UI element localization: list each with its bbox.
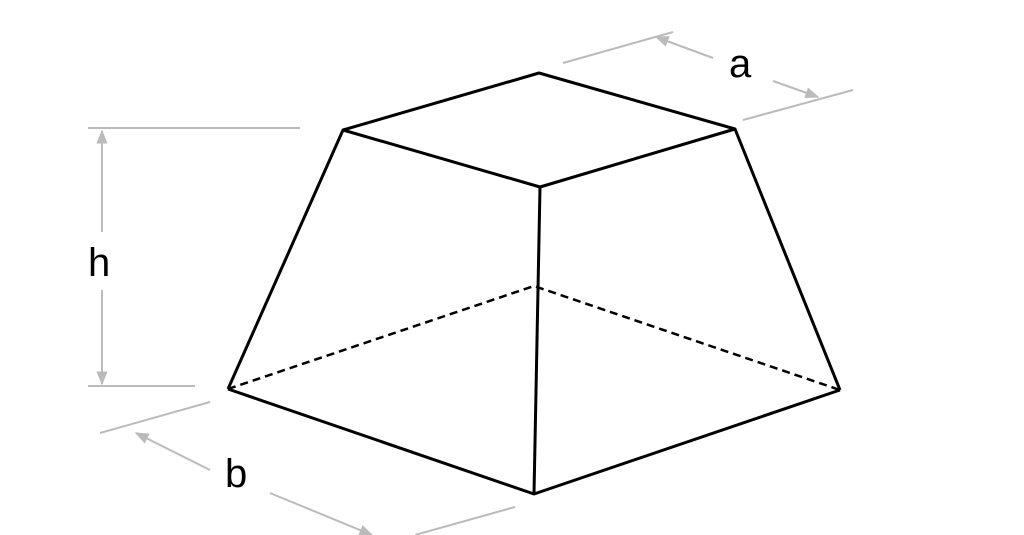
a-arrow-left (654, 36, 714, 59)
front-edge (532, 186, 542, 495)
hidden-back-edges (227, 284, 841, 392)
b-extension-right (414, 506, 516, 535)
h-label: h (88, 241, 110, 285)
bottom-front-edges (227, 387, 841, 496)
a-extension-left (562, 31, 674, 64)
a-label: a (729, 42, 752, 86)
top-face (341, 71, 737, 189)
a-extension-right (742, 89, 854, 121)
b-extension-left (99, 401, 211, 434)
right-edge (733, 128, 842, 391)
b-arrow-right (269, 492, 374, 535)
b-arrow-left (134, 432, 211, 471)
left-edge (226, 129, 345, 390)
b-label: b (225, 452, 247, 496)
a-arrow-right (772, 80, 820, 99)
